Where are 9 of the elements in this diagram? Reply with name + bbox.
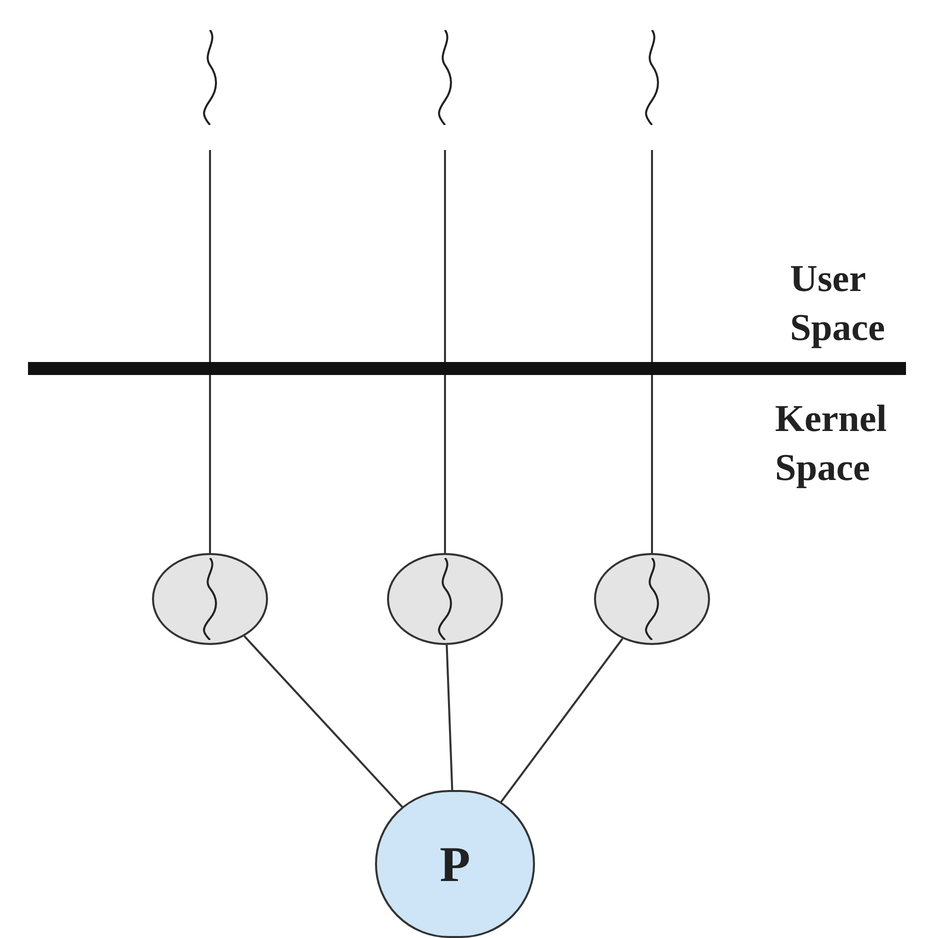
process-label: P bbox=[440, 834, 470, 894]
region-label: User Space bbox=[790, 257, 886, 352]
connector-line bbox=[444, 150, 446, 553]
connector-line bbox=[446, 644, 454, 790]
connector-line bbox=[500, 638, 624, 804]
connector-line bbox=[209, 150, 211, 553]
connector-line bbox=[651, 150, 653, 553]
region-label: Kernel Space bbox=[775, 397, 888, 492]
connector-line bbox=[244, 635, 404, 808]
